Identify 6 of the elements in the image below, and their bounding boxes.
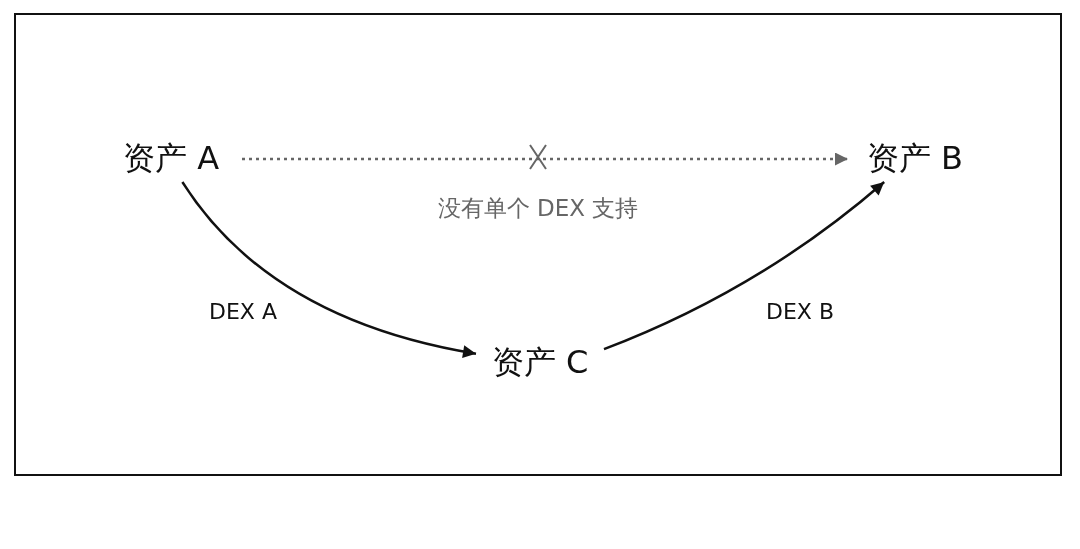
- curved-arrow: [603, 181, 885, 351]
- asset-label: 资产 B: [848, 136, 982, 182]
- asset-label: 资产 C: [476, 340, 604, 386]
- dotted-arrow: [242, 152, 848, 166]
- curved-arrow: [181, 181, 477, 358]
- asset-label: 资产 A: [100, 136, 242, 182]
